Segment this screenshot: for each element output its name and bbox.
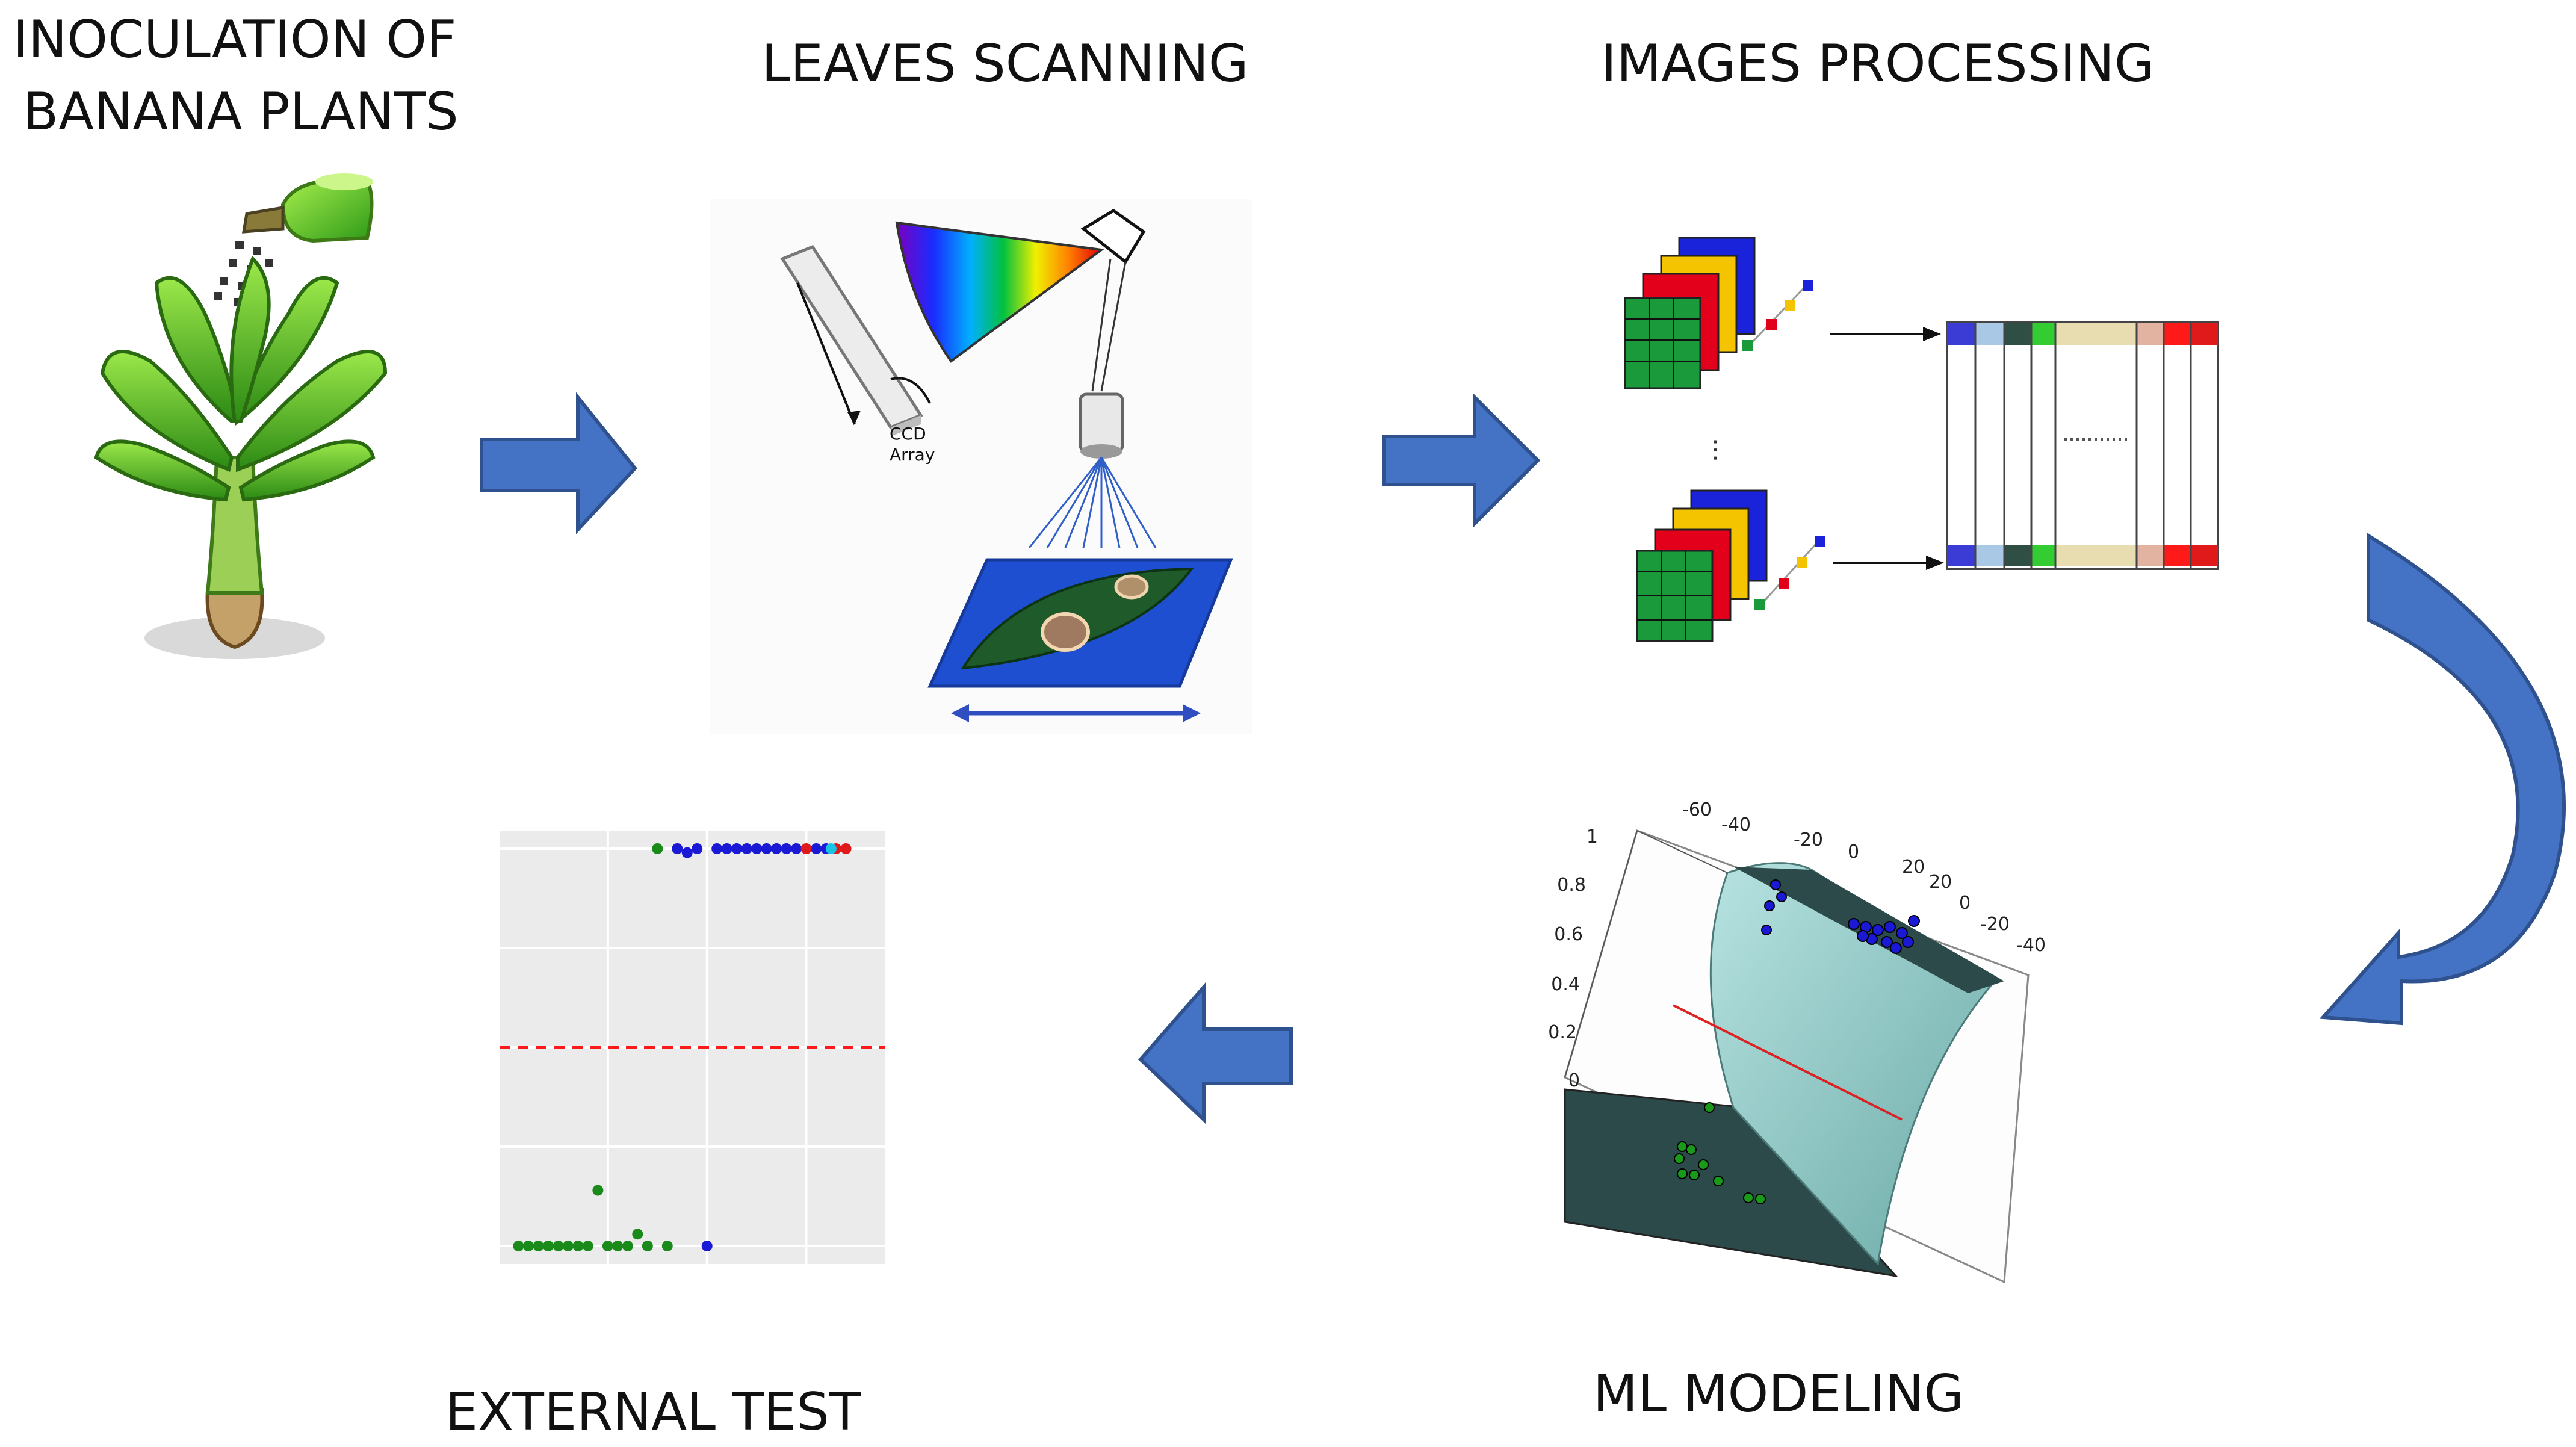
matrix-cell xyxy=(2110,323,2137,345)
matrix-cell xyxy=(2191,323,2218,345)
matrix-cell xyxy=(1947,323,1975,345)
title-images-processing: IMAGES PROCESSING xyxy=(1602,34,2155,94)
z-tick-label: 0.4 xyxy=(1551,974,1580,995)
chart-point xyxy=(771,843,782,854)
y-tick-label: -40 xyxy=(2016,935,2046,956)
chart-point xyxy=(731,843,743,854)
matrix-cell xyxy=(1947,545,1975,566)
ellipsis-vertical: ⋮ xyxy=(1703,436,1727,463)
ccd-label-line2: Array xyxy=(890,445,935,465)
chart-point xyxy=(761,843,772,854)
chart-point xyxy=(811,843,822,854)
chart-point xyxy=(582,1241,593,1251)
arrow-right-2-icon xyxy=(1382,392,1541,528)
chart-point xyxy=(513,1241,524,1251)
chart-point xyxy=(533,1241,544,1251)
arrow-right-1-icon xyxy=(480,392,637,534)
matrix-cell xyxy=(2031,545,2055,566)
x-tick-label: -40 xyxy=(1721,814,1751,835)
chart-point xyxy=(661,1241,673,1251)
arrowhead-bottom xyxy=(1926,556,1944,570)
chart-point xyxy=(612,1241,624,1251)
chart-point xyxy=(553,1241,564,1251)
image-cube-stack-bottom xyxy=(1636,489,1825,642)
chart-point xyxy=(692,843,703,854)
matrix-cell xyxy=(2164,323,2191,345)
chart-point xyxy=(632,1229,643,1240)
title-inoculation-line1: INOCULATION OF xyxy=(13,10,457,70)
banana-plant-icon xyxy=(94,255,388,659)
chart-point xyxy=(791,843,802,854)
matrix-cell xyxy=(1975,545,2004,566)
matrix-cell xyxy=(2055,323,2082,345)
z-tick-label: 1 xyxy=(1587,826,1598,847)
feature-matrix xyxy=(1946,321,2219,570)
chart-point xyxy=(825,843,837,854)
z-tick-label: 0 xyxy=(1568,1070,1580,1091)
chart-point xyxy=(721,843,732,854)
chart-point xyxy=(800,843,812,854)
arrowhead-top xyxy=(1923,327,1941,341)
chart-point xyxy=(751,843,763,854)
matrix-cell xyxy=(2191,545,2218,566)
processing-arrows xyxy=(1830,333,1929,564)
external-test-chart xyxy=(500,831,885,1264)
chart-point xyxy=(572,1241,584,1251)
chart-point xyxy=(741,843,752,854)
matrix-cell xyxy=(2137,323,2164,345)
matrix-cell xyxy=(2004,545,2031,566)
z-tick-label: 0.2 xyxy=(1548,1022,1577,1043)
chart-point xyxy=(781,843,792,854)
y-tick-label: -20 xyxy=(1980,914,2010,935)
ccd-label-line1: CCD xyxy=(890,424,926,444)
ml-model-3d-plot: 1 0.8 0.6 0.4 0.2 0 -60 -40 -20 0 20 20 0 -20 -40 xyxy=(1548,799,2046,1284)
curved-arrow-down-icon xyxy=(2319,532,2566,1026)
z-tick-label: 0.6 xyxy=(1554,924,1583,945)
chart-point xyxy=(562,1241,574,1251)
matrix-cell xyxy=(1975,323,2004,345)
chart-point xyxy=(672,843,683,854)
chart-point xyxy=(602,1241,613,1251)
matrix-cell xyxy=(2110,545,2137,566)
chart-point xyxy=(642,1241,653,1251)
image-cube-stack-top xyxy=(1624,237,1813,389)
chart-point xyxy=(681,847,693,858)
watering-can-icon xyxy=(214,173,374,306)
chart-point xyxy=(542,1241,554,1251)
chart-point xyxy=(652,843,663,854)
chart-point xyxy=(592,1185,604,1196)
arrow-left-icon xyxy=(1138,982,1293,1124)
chart-point xyxy=(711,843,723,854)
chart-point xyxy=(701,1241,713,1251)
matrix-cell xyxy=(2031,323,2055,345)
title-inoculation-line2: BANANA PLANTS xyxy=(23,82,459,142)
matrix-cell xyxy=(2082,545,2110,566)
x-tick-label: 0 xyxy=(1848,841,1859,863)
matrix-cell xyxy=(2055,545,2082,566)
matrix-cell xyxy=(2137,545,2164,566)
title-leaves-scanning: LEAVES SCANNING xyxy=(761,34,1248,94)
chart-point xyxy=(522,1241,534,1251)
x-tick-label: -20 xyxy=(1794,829,1823,851)
chart-point xyxy=(622,1241,633,1251)
hyperspectral-scanner-illustration: CCD Array xyxy=(710,199,1252,734)
matrix-cell xyxy=(2164,545,2191,566)
matrix-cell xyxy=(2082,323,2110,345)
z-tick-label: 0.8 xyxy=(1557,875,1586,896)
x-tick-label: 20 xyxy=(1902,857,1925,878)
y-tick-label: 0 xyxy=(1959,893,1971,914)
matrix-cell xyxy=(2004,323,2031,345)
chart-point xyxy=(840,843,852,854)
title-external-test: EXTERNAL TEST xyxy=(445,1382,861,1442)
x-tick-label: -60 xyxy=(1682,799,1712,820)
y-tick-label: 20 xyxy=(1929,872,1952,893)
title-ml-modeling: ML MODELING xyxy=(1593,1364,1964,1424)
